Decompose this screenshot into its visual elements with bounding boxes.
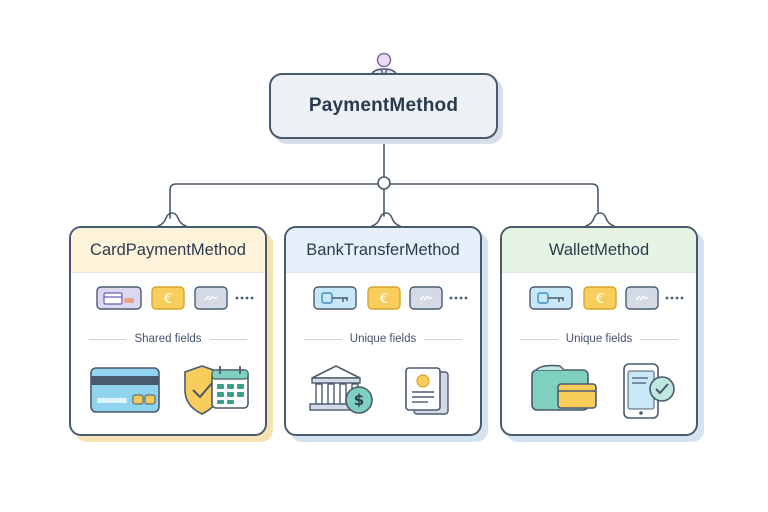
invoice-document-icon xyxy=(405,367,449,415)
class-card-title: BankTransferMethod xyxy=(306,240,460,259)
calendar-icon xyxy=(211,366,249,409)
class-card-card-payment: CardPaymentMethod € Shared fields xyxy=(69,226,267,436)
credit-card-icon xyxy=(90,367,160,413)
connector-left xyxy=(157,212,187,227)
field-chips-row: € xyxy=(96,286,254,310)
class-card-header: CardPaymentMethod xyxy=(71,228,265,273)
euro-symbol: € xyxy=(164,292,172,307)
section-label: Unique fields xyxy=(349,333,417,345)
field-chips-row: € xyxy=(313,286,468,310)
euro-symbol: € xyxy=(596,292,604,307)
connector-right xyxy=(585,212,615,227)
field-chips-row: € xyxy=(529,286,684,310)
junction-node xyxy=(377,176,391,190)
section-divider: Unique fields xyxy=(304,332,462,346)
tag-chip-icon xyxy=(409,286,443,310)
more-dots-icon xyxy=(235,296,254,300)
card-chip-icon xyxy=(96,286,142,310)
section-divider: Shared fields xyxy=(89,332,247,346)
tag-chip-icon xyxy=(194,286,228,310)
bank-icon: $ xyxy=(309,365,373,414)
class-card-title: CardPaymentMethod xyxy=(90,240,246,259)
class-card-header: WalletMethod xyxy=(502,228,696,273)
key-chip-icon xyxy=(313,286,357,310)
tag-chip-icon xyxy=(625,286,659,310)
field-icons-row xyxy=(531,363,675,419)
key-chip-icon xyxy=(529,286,573,310)
wallet-icon xyxy=(531,364,597,411)
class-card-bank-transfer: BankTransferMethod € Unique fields xyxy=(284,226,482,436)
connector-mid xyxy=(371,189,401,227)
euro-chip-icon: € xyxy=(583,286,617,310)
field-icons-row xyxy=(90,365,249,415)
more-dots-icon xyxy=(665,296,684,300)
svg-text:$: $ xyxy=(354,391,364,409)
class-card-title: WalletMethod xyxy=(548,240,650,259)
section-label: Unique fields xyxy=(565,333,633,345)
root-class-box: PaymentMethod xyxy=(269,73,498,139)
class-card-wallet: WalletMethod € Unique fields xyxy=(500,226,698,436)
section-label: Shared fields xyxy=(134,333,202,345)
section-divider: Unique fields xyxy=(520,332,678,346)
euro-symbol: € xyxy=(380,292,388,307)
mobile-phone-check-icon xyxy=(623,363,675,419)
class-card-header: BankTransferMethod xyxy=(286,228,480,273)
euro-chip-icon: € xyxy=(367,286,401,310)
more-dots-icon xyxy=(449,296,468,300)
field-icons-row: $ xyxy=(309,365,449,415)
root-class-title: PaymentMethod xyxy=(308,95,459,116)
euro-chip-icon: € xyxy=(151,286,185,310)
